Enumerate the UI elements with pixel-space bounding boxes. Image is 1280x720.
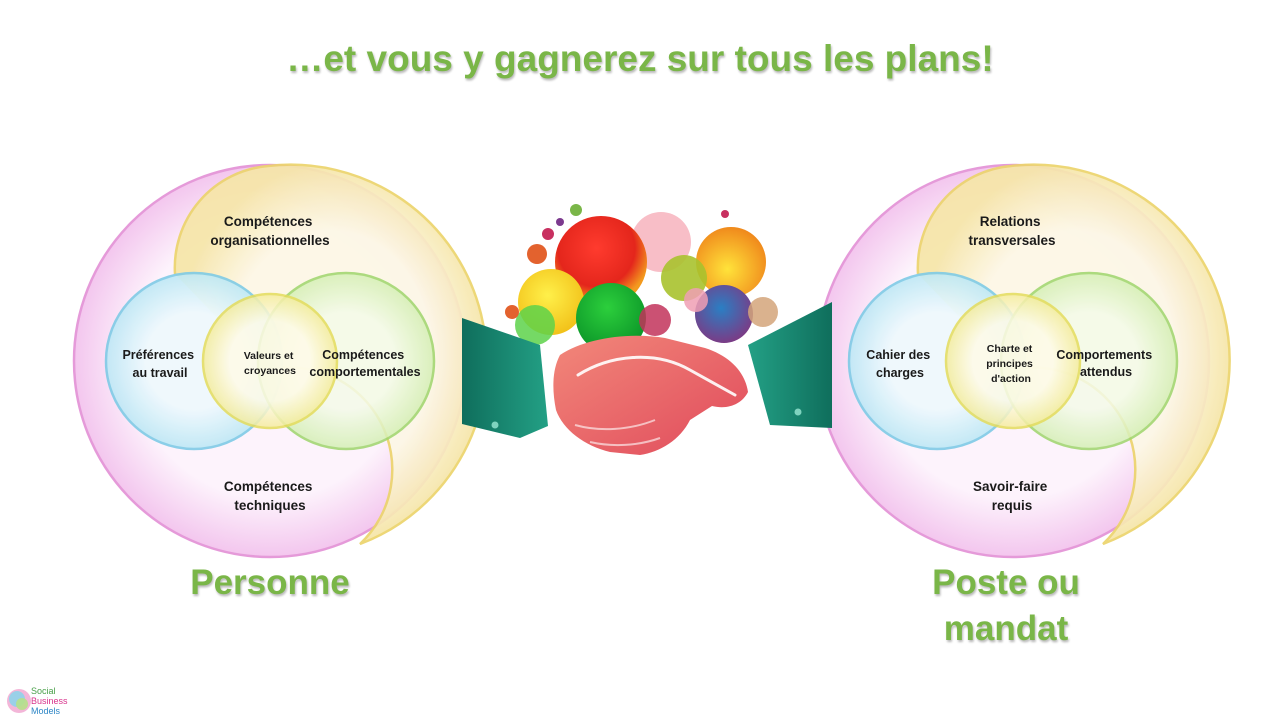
- left-center-circle: [201, 292, 339, 430]
- right-caption-line1: Poste ou: [932, 563, 1080, 602]
- left-right-label: Compétences comportementales: [309, 348, 420, 379]
- left-caption-text: Personne: [190, 563, 350, 602]
- left-caption: Personne: [120, 560, 420, 606]
- right-right-label: Comportements attendus: [1056, 348, 1155, 379]
- logo-line-business: Business: [31, 696, 68, 706]
- colorful-bubbles: [505, 204, 778, 353]
- right-center-circle: [944, 292, 1082, 430]
- left-top-label: Compétences organisationnelles: [210, 214, 329, 248]
- right-left-label: Cahier des charges: [866, 348, 933, 380]
- left-sleeve: [462, 318, 548, 438]
- left-circle-diagram: Compétences organisationnelles Préférenc…: [72, 163, 488, 559]
- logo-line-social: Social: [31, 686, 56, 696]
- right-top-label: Relations transversales: [968, 214, 1055, 248]
- shaking-hands: [553, 335, 748, 455]
- logo-text: Social Business Models: [31, 686, 68, 716]
- right-center-label: Charte et principes d'action: [986, 343, 1036, 385]
- logo-line-models: Models: [31, 706, 61, 716]
- left-center-label: Valeurs et croyances: [244, 350, 297, 377]
- page-title: …et vous y gagnerez sur tous les plans!: [286, 38, 994, 79]
- right-sleeve: [748, 302, 832, 428]
- left-bottom-label: Compétences techniques: [224, 479, 316, 513]
- right-caption: Poste ou mandat: [856, 560, 1156, 652]
- right-bottom-label: Savoir-faire requis: [973, 479, 1051, 513]
- left-left-label: Préférences au travail: [122, 348, 197, 380]
- right-circle-diagram: Relations transversales Cahier des charg…: [815, 163, 1231, 559]
- handshake-illustration: [462, 204, 832, 455]
- social-business-models-logo: [7, 689, 31, 713]
- right-caption-line2: mandat: [943, 609, 1069, 648]
